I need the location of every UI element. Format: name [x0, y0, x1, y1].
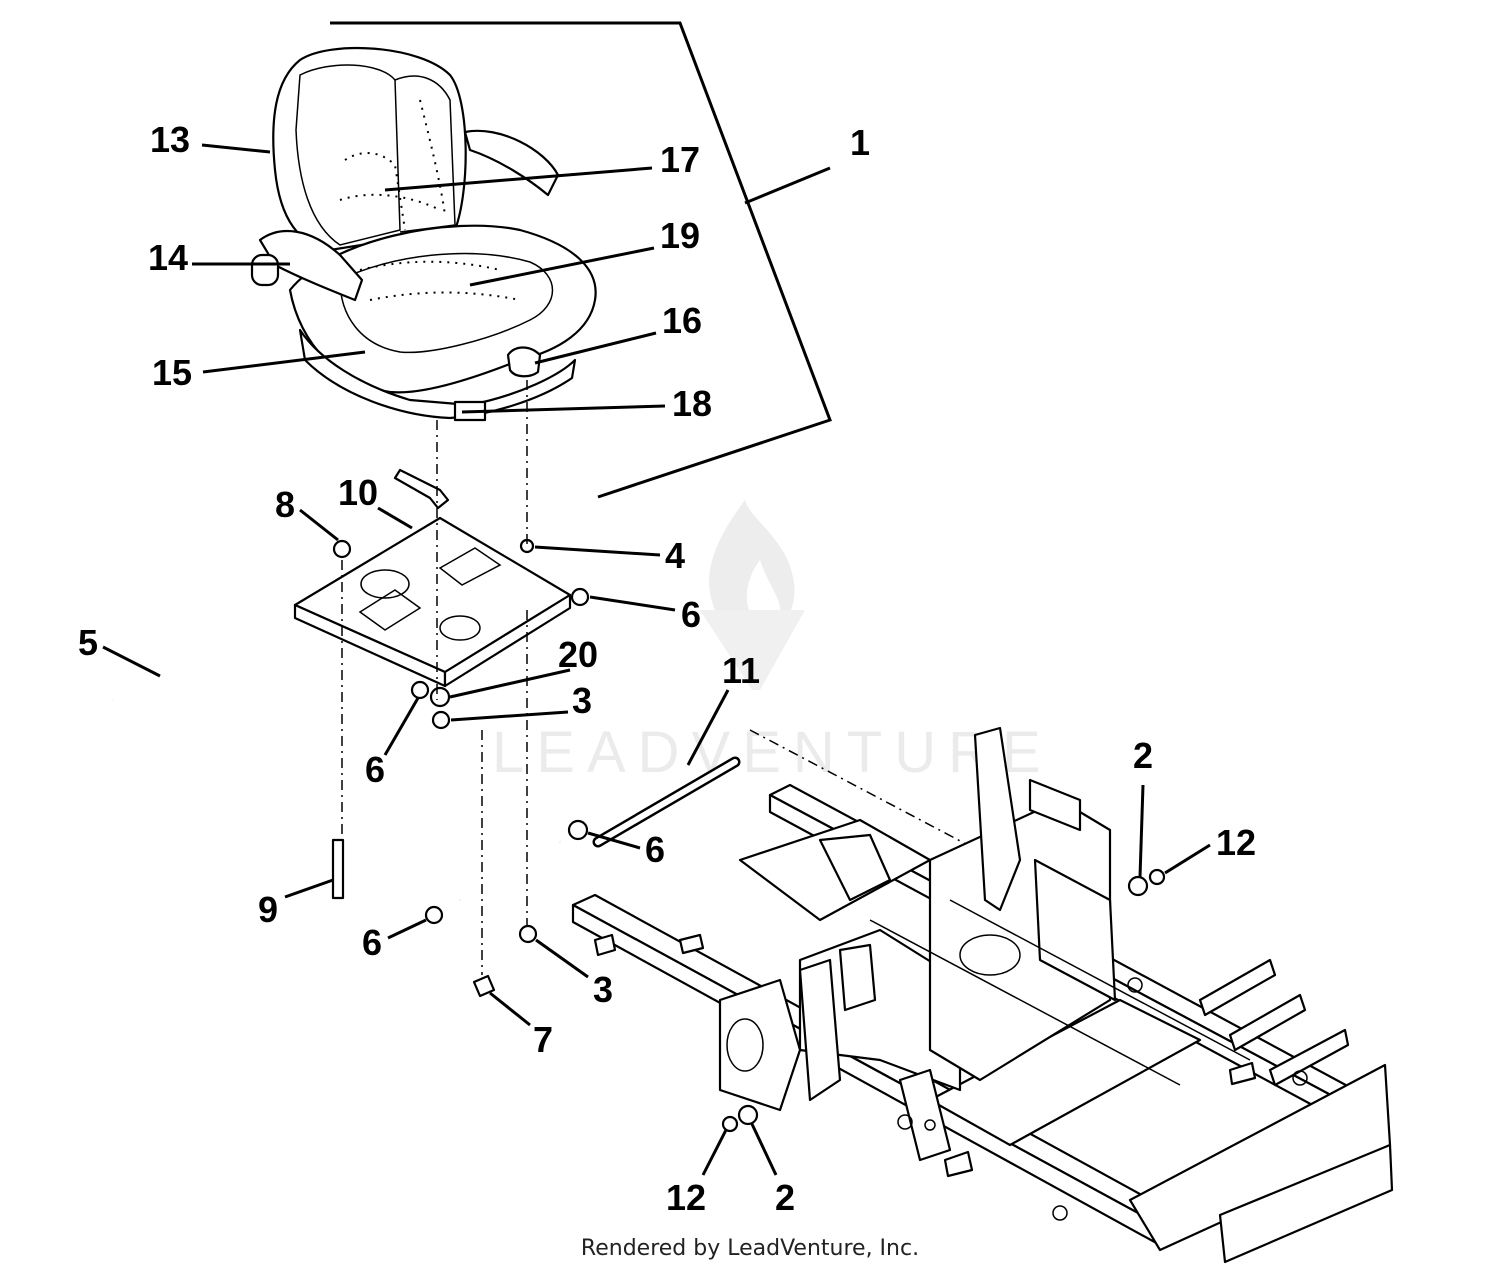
clip-7	[472, 974, 496, 998]
callout-17: 17	[660, 139, 700, 180]
callout-6-left: 6	[365, 749, 385, 790]
alignment-lines	[341, 380, 1001, 975]
callout-14: 14	[148, 237, 188, 278]
bushing-6-top	[570, 587, 590, 607]
callout-20: 20	[558, 634, 598, 675]
nut-8	[332, 539, 352, 559]
flange-nut-2-right	[1127, 875, 1149, 897]
callout-16: 16	[662, 300, 702, 341]
seat-base	[298, 328, 577, 420]
callout-9: 9	[258, 889, 278, 930]
render-credit: Rendered by LeadVenture, Inc.	[581, 1236, 919, 1261]
callout-6-mid: 6	[645, 829, 665, 870]
release-key	[393, 468, 450, 510]
bushing-6-low	[424, 905, 444, 925]
watermark: LEADVENTURE	[492, 500, 1053, 785]
callout-12-left: 12	[666, 1177, 706, 1218]
leader-lines	[102, 143, 1211, 1176]
seat-back	[272, 46, 467, 252]
seat-assembly	[250, 46, 597, 422]
watermark-text: LEADVENTURE	[492, 720, 1053, 785]
chassis-frame	[571, 726, 1394, 1264]
callout-7: 7	[533, 1019, 553, 1060]
seat-mount-plate	[293, 468, 572, 688]
assembly-bracket	[330, 21, 832, 499]
bushing-6-left	[410, 680, 430, 700]
callout-11: 11	[722, 650, 760, 691]
callout-6-low: 6	[362, 922, 382, 963]
nut-12-left	[721, 1115, 739, 1133]
callout-1: 1	[850, 122, 870, 163]
callout-13: 13	[150, 119, 190, 160]
bushing-6-mid	[567, 819, 589, 841]
callout-5: 5	[78, 622, 98, 663]
nut-3-lower	[518, 924, 538, 944]
callout-15: 15	[152, 352, 192, 393]
armrest-knob-left	[250, 253, 280, 287]
callout-18: 18	[672, 383, 712, 424]
callout-19: 19	[660, 215, 700, 256]
callout-2-right: 2	[1133, 735, 1153, 776]
callout-6-top: 6	[681, 594, 701, 635]
bolt-9	[331, 838, 345, 900]
hardware	[331, 538, 1166, 1133]
seat-back-panel	[295, 64, 401, 246]
pivot-rod	[592, 756, 741, 848]
callout-3-upper: 3	[572, 680, 592, 721]
armrest-left	[258, 229, 364, 302]
seat-frame-tube	[108, 612, 562, 907]
callout-8: 8	[275, 484, 295, 525]
callout-4: 4	[665, 535, 685, 576]
flange-nut-2-left	[737, 1104, 759, 1126]
nut-3-upper	[431, 710, 451, 730]
callout-10: 10	[338, 472, 378, 513]
flame-v-logo-icon	[700, 500, 805, 690]
adjuster-lever	[506, 346, 542, 378]
nut-12-right	[1148, 868, 1166, 886]
callout-2-left: 2	[775, 1177, 795, 1218]
callout-3-lower: 3	[593, 969, 613, 1010]
callouts: 1 13 17 14 19 16 15 18 10 8 4 6 5 20 11 …	[78, 119, 1256, 1218]
callout-12-right: 12	[1216, 822, 1256, 863]
washer-20	[429, 686, 451, 708]
armrest-right	[463, 129, 560, 197]
